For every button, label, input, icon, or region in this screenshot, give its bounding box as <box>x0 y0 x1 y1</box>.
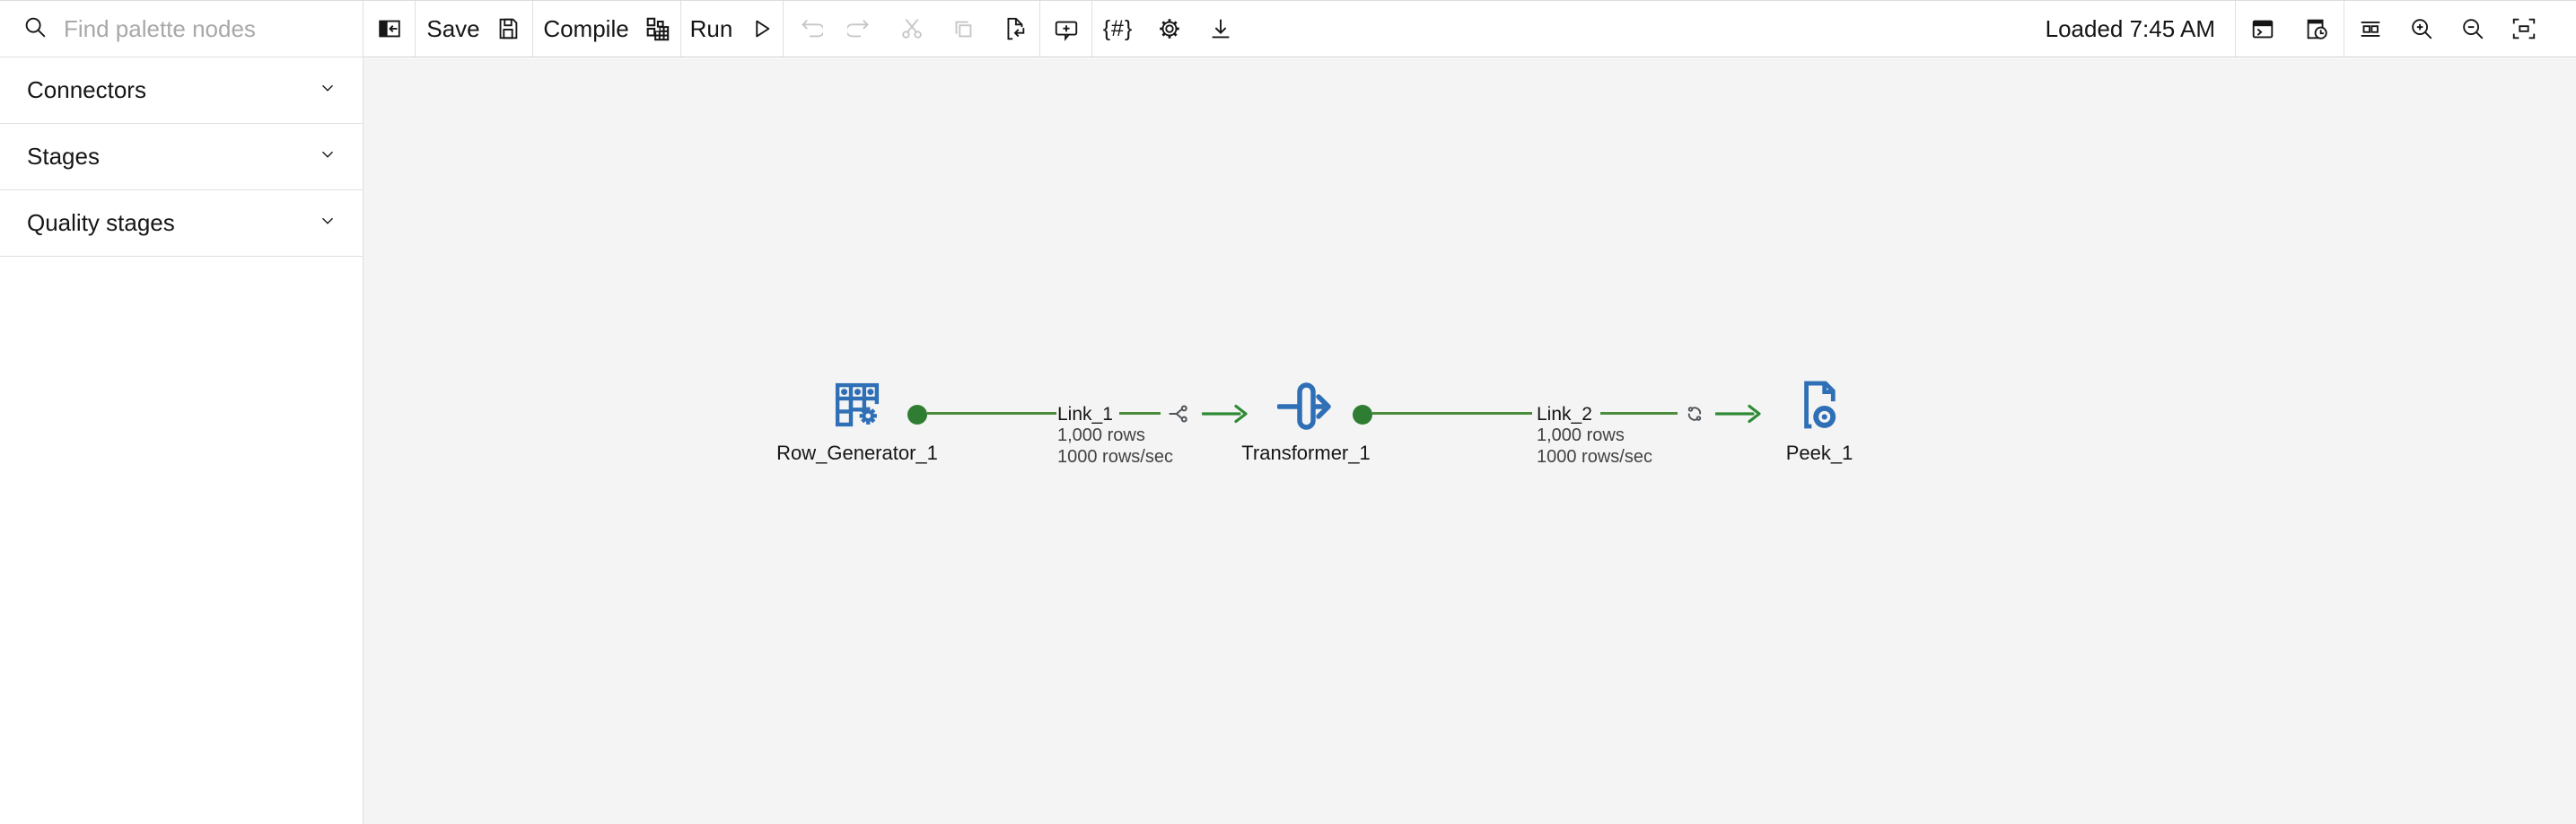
status-text: Loaded 7:45 AM <box>2045 14 2215 42</box>
link-1-label-group[interactable]: Link_1 1,000 rows 1000 rows/sec <box>1057 404 1173 468</box>
fork-partition-icon <box>1168 402 1191 430</box>
zoom-in-icon <box>2408 15 2435 42</box>
terminal-icon <box>2249 15 2276 42</box>
settings-button[interactable] <box>1143 1 1195 57</box>
row-generator-icon <box>835 382 880 427</box>
paste-button[interactable] <box>988 1 1039 57</box>
parameters-button[interactable]: {#} <box>1092 1 1143 57</box>
add-comment-icon <box>1053 15 1080 42</box>
palette-section-label: Connectors <box>27 76 146 103</box>
palette-section-label: Quality stages <box>27 209 175 236</box>
toolbar-divider <box>783 1 784 57</box>
run-button-label: Run <box>689 14 733 42</box>
toolbar: Save Compile <box>364 1 2576 57</box>
link-line[interactable] <box>927 412 1056 415</box>
link-arrow-icon <box>1714 403 1762 429</box>
download-button[interactable] <box>1195 1 1246 57</box>
peek-node[interactable] <box>1798 377 1839 437</box>
link-2-label-group[interactable]: Link_2 1,000 rows 1000 rows/sec <box>1537 404 1652 468</box>
toolbar-divider <box>415 1 416 57</box>
link-rate: 1000 rows/sec <box>1057 447 1173 467</box>
undo-button[interactable] <box>784 1 835 57</box>
link-rate: 1000 rows/sec <box>1537 447 1652 467</box>
fit-to-screen-icon <box>2510 15 2537 42</box>
link-source-dot[interactable] <box>1353 405 1372 425</box>
toolbar-divider <box>532 1 533 57</box>
transformer-node[interactable] <box>1276 380 1335 442</box>
row-generator-node[interactable] <box>832 377 882 437</box>
cut-icon <box>898 15 925 42</box>
parameters-icon: {#} <box>1102 15 1134 41</box>
compile-button[interactable]: Compile <box>533 1 680 57</box>
log-console-button[interactable] <box>2236 1 2290 57</box>
zoom-out-icon <box>2459 15 2486 42</box>
chevron-down-icon <box>318 211 337 235</box>
search-icon <box>22 13 48 45</box>
compile-button-label: Compile <box>543 14 629 42</box>
zoom-out-button[interactable] <box>2447 1 2498 57</box>
node-label[interactable]: Row_Generator_1 <box>776 442 938 464</box>
add-comment-button[interactable] <box>1040 1 1091 57</box>
toolbar-divider <box>680 1 681 57</box>
link-rows: 1,000 rows <box>1537 425 1625 445</box>
palette-search-row <box>0 1 363 57</box>
fit-width-button[interactable] <box>2344 1 2396 57</box>
run-history-button[interactable] <box>2290 1 2344 57</box>
toolbar-divider <box>1091 1 1092 57</box>
run-icon <box>747 15 774 42</box>
link-arrow-icon <box>1201 403 1249 429</box>
zoom-in-button[interactable] <box>2396 1 2447 57</box>
palette-sidebar: Connectors Stages Quality stages <box>0 1 364 824</box>
save-icon <box>495 15 521 42</box>
fit-width-icon <box>2357 15 2384 42</box>
redo-icon <box>846 15 874 42</box>
link-label: Link_2 <box>1537 404 1592 425</box>
toolbar-divider <box>2235 1 2236 57</box>
gear-icon <box>1156 15 1183 42</box>
fit-to-screen-button[interactable] <box>2498 1 2549 57</box>
chevron-down-icon <box>318 145 337 169</box>
link-source-dot[interactable] <box>907 405 927 425</box>
copy-button[interactable] <box>937 1 988 57</box>
paste-import-icon <box>1001 15 1028 42</box>
run-history-icon <box>2303 15 2330 42</box>
compile-icon <box>644 15 670 42</box>
cut-button[interactable] <box>886 1 937 57</box>
copy-icon <box>950 15 977 42</box>
download-icon <box>1207 15 1234 42</box>
redo-button[interactable] <box>835 1 886 57</box>
run-button[interactable]: Run <box>681 1 783 57</box>
peek-icon <box>1804 381 1836 429</box>
save-button-label: Save <box>426 14 480 42</box>
save-button[interactable]: Save <box>416 1 532 57</box>
link-line[interactable] <box>1372 412 1532 415</box>
toolbar-divider <box>1039 1 1040 57</box>
transformer-icon <box>1276 382 1331 430</box>
round-robin-partition-icon <box>1683 402 1706 430</box>
flow-canvas[interactable]: Row_Generator_1 Link_1 1,000 rows 1000 r… <box>364 58 2576 824</box>
link-line[interactable] <box>1119 412 1161 415</box>
link-label: Link_1 <box>1057 404 1113 425</box>
palette-section-stages[interactable]: Stages <box>0 124 363 190</box>
toolbar-right-padding <box>2549 29 2576 30</box>
chevron-down-icon <box>318 78 337 102</box>
panel-collapse-icon <box>376 15 403 42</box>
node-label[interactable]: Transformer_1 <box>1241 442 1371 464</box>
palette-search-input[interactable] <box>62 13 363 44</box>
undo-icon <box>796 15 823 42</box>
palette-section-connectors[interactable]: Connectors <box>0 57 363 124</box>
palette-section-label: Stages <box>27 143 100 170</box>
link-rows: 1,000 rows <box>1057 425 1145 445</box>
palette-section-quality-stages[interactable]: Quality stages <box>0 190 363 257</box>
collapse-palette-button[interactable] <box>364 1 415 57</box>
node-label[interactable]: Peek_1 <box>1785 442 1853 464</box>
link-line[interactable] <box>1600 412 1678 415</box>
